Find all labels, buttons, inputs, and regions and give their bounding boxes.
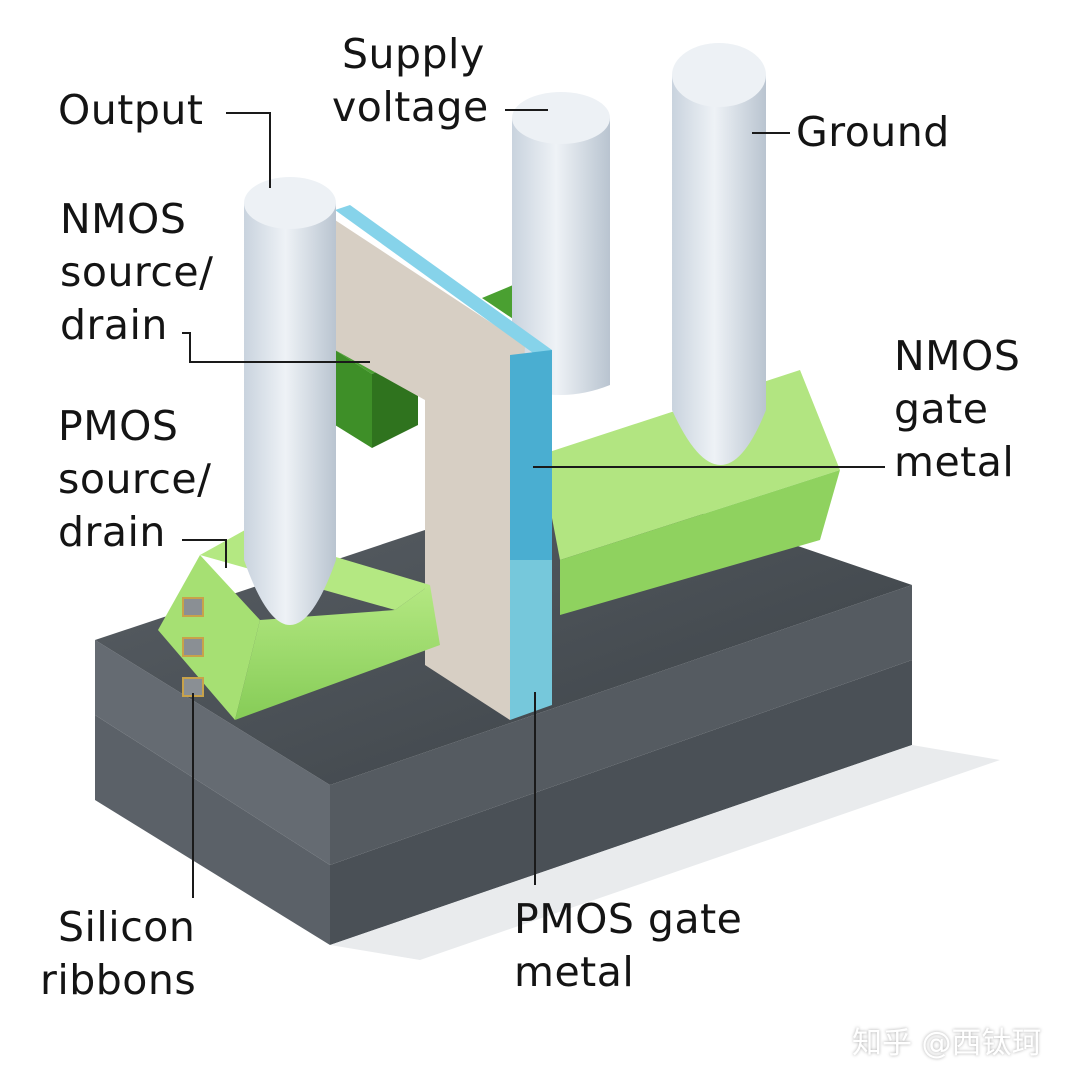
label-pmos-gate-line-2: metal (514, 948, 635, 996)
ground-pillar (672, 43, 766, 465)
label-nmos-gate-line-2: gate (894, 385, 989, 433)
substrate-shadow (330, 745, 1000, 960)
label-pmos-gate-metal: PMOS gate metal (514, 893, 742, 999)
nmos-gate-strip (510, 350, 552, 560)
gate-panel (335, 205, 552, 720)
leader-lines (182, 109, 885, 898)
label-nmos-gate-metal: NMOS gate metal (894, 330, 1020, 489)
leader-nmos-source-drain (182, 332, 370, 363)
nmos-bar-top (540, 370, 840, 560)
output-pillar (244, 177, 336, 625)
supply-pillar-body (512, 118, 610, 395)
output-pillar-cap (244, 177, 336, 229)
ground-pillar-cap (672, 43, 766, 107)
ground-pillar-body (672, 75, 766, 465)
substrate-lower-front (95, 715, 330, 945)
label-nmos-gate-line-1: NMOS (894, 332, 1021, 380)
label-nmos-gate-line-3: metal (894, 438, 1015, 486)
label-pmos-sd-line-1: PMOS (58, 402, 179, 450)
leader-pmos-source-drain (182, 539, 227, 568)
label-pmos-sd-line-3: drain (58, 508, 166, 556)
supply-pillar-cap (512, 92, 610, 144)
silicon-ribbons (182, 597, 204, 697)
label-supply-line-1: Supply (342, 30, 485, 78)
pmos-gate-strip (510, 560, 552, 720)
label-supply-line-2: voltage (332, 83, 489, 131)
gate-panel-top-strip (335, 205, 552, 358)
label-pmos-gate-line-1: PMOS gate (514, 895, 743, 943)
watermark: 知乎 @西钛珂 (852, 1026, 1042, 1061)
label-silicon-line-2: ribbons (40, 956, 197, 1004)
front-green-block-front (335, 350, 372, 448)
label-nmos-source-drain: NMOS source/ drain (60, 193, 213, 352)
gate-panel-face (335, 220, 525, 720)
substrate-lower-side (330, 660, 912, 945)
substrate-upper-front (95, 640, 330, 865)
supply-voltage-pillar (512, 92, 610, 395)
label-nmos-sd-line-3: drain (60, 301, 168, 349)
substrate-upper-side (330, 585, 912, 865)
silicon-ribbon-2 (182, 637, 204, 657)
label-output-text: Output (58, 86, 204, 134)
label-output: Output (58, 84, 203, 137)
label-supply-voltage: Supply voltage (332, 28, 489, 134)
label-ground-text: Ground (796, 108, 950, 156)
nmos-source-drain-bar (540, 370, 840, 615)
leader-output (226, 112, 271, 188)
label-silicon-line-1: Silicon (58, 903, 196, 951)
output-pillar-body (244, 203, 336, 625)
nmos-bar-front (560, 470, 840, 615)
label-pmos-source-drain: PMOS source/ drain (58, 400, 211, 559)
label-silicon-ribbons: Silicon ribbons (40, 901, 196, 1007)
label-nmos-sd-line-2: source/ (60, 248, 214, 296)
label-nmos-sd-line-1: NMOS (60, 195, 187, 243)
label-ground: Ground (796, 106, 950, 159)
label-pmos-sd-line-2: source/ (58, 455, 212, 503)
pmos-prism-front (158, 555, 260, 720)
silicon-ribbon-1 (182, 597, 204, 617)
